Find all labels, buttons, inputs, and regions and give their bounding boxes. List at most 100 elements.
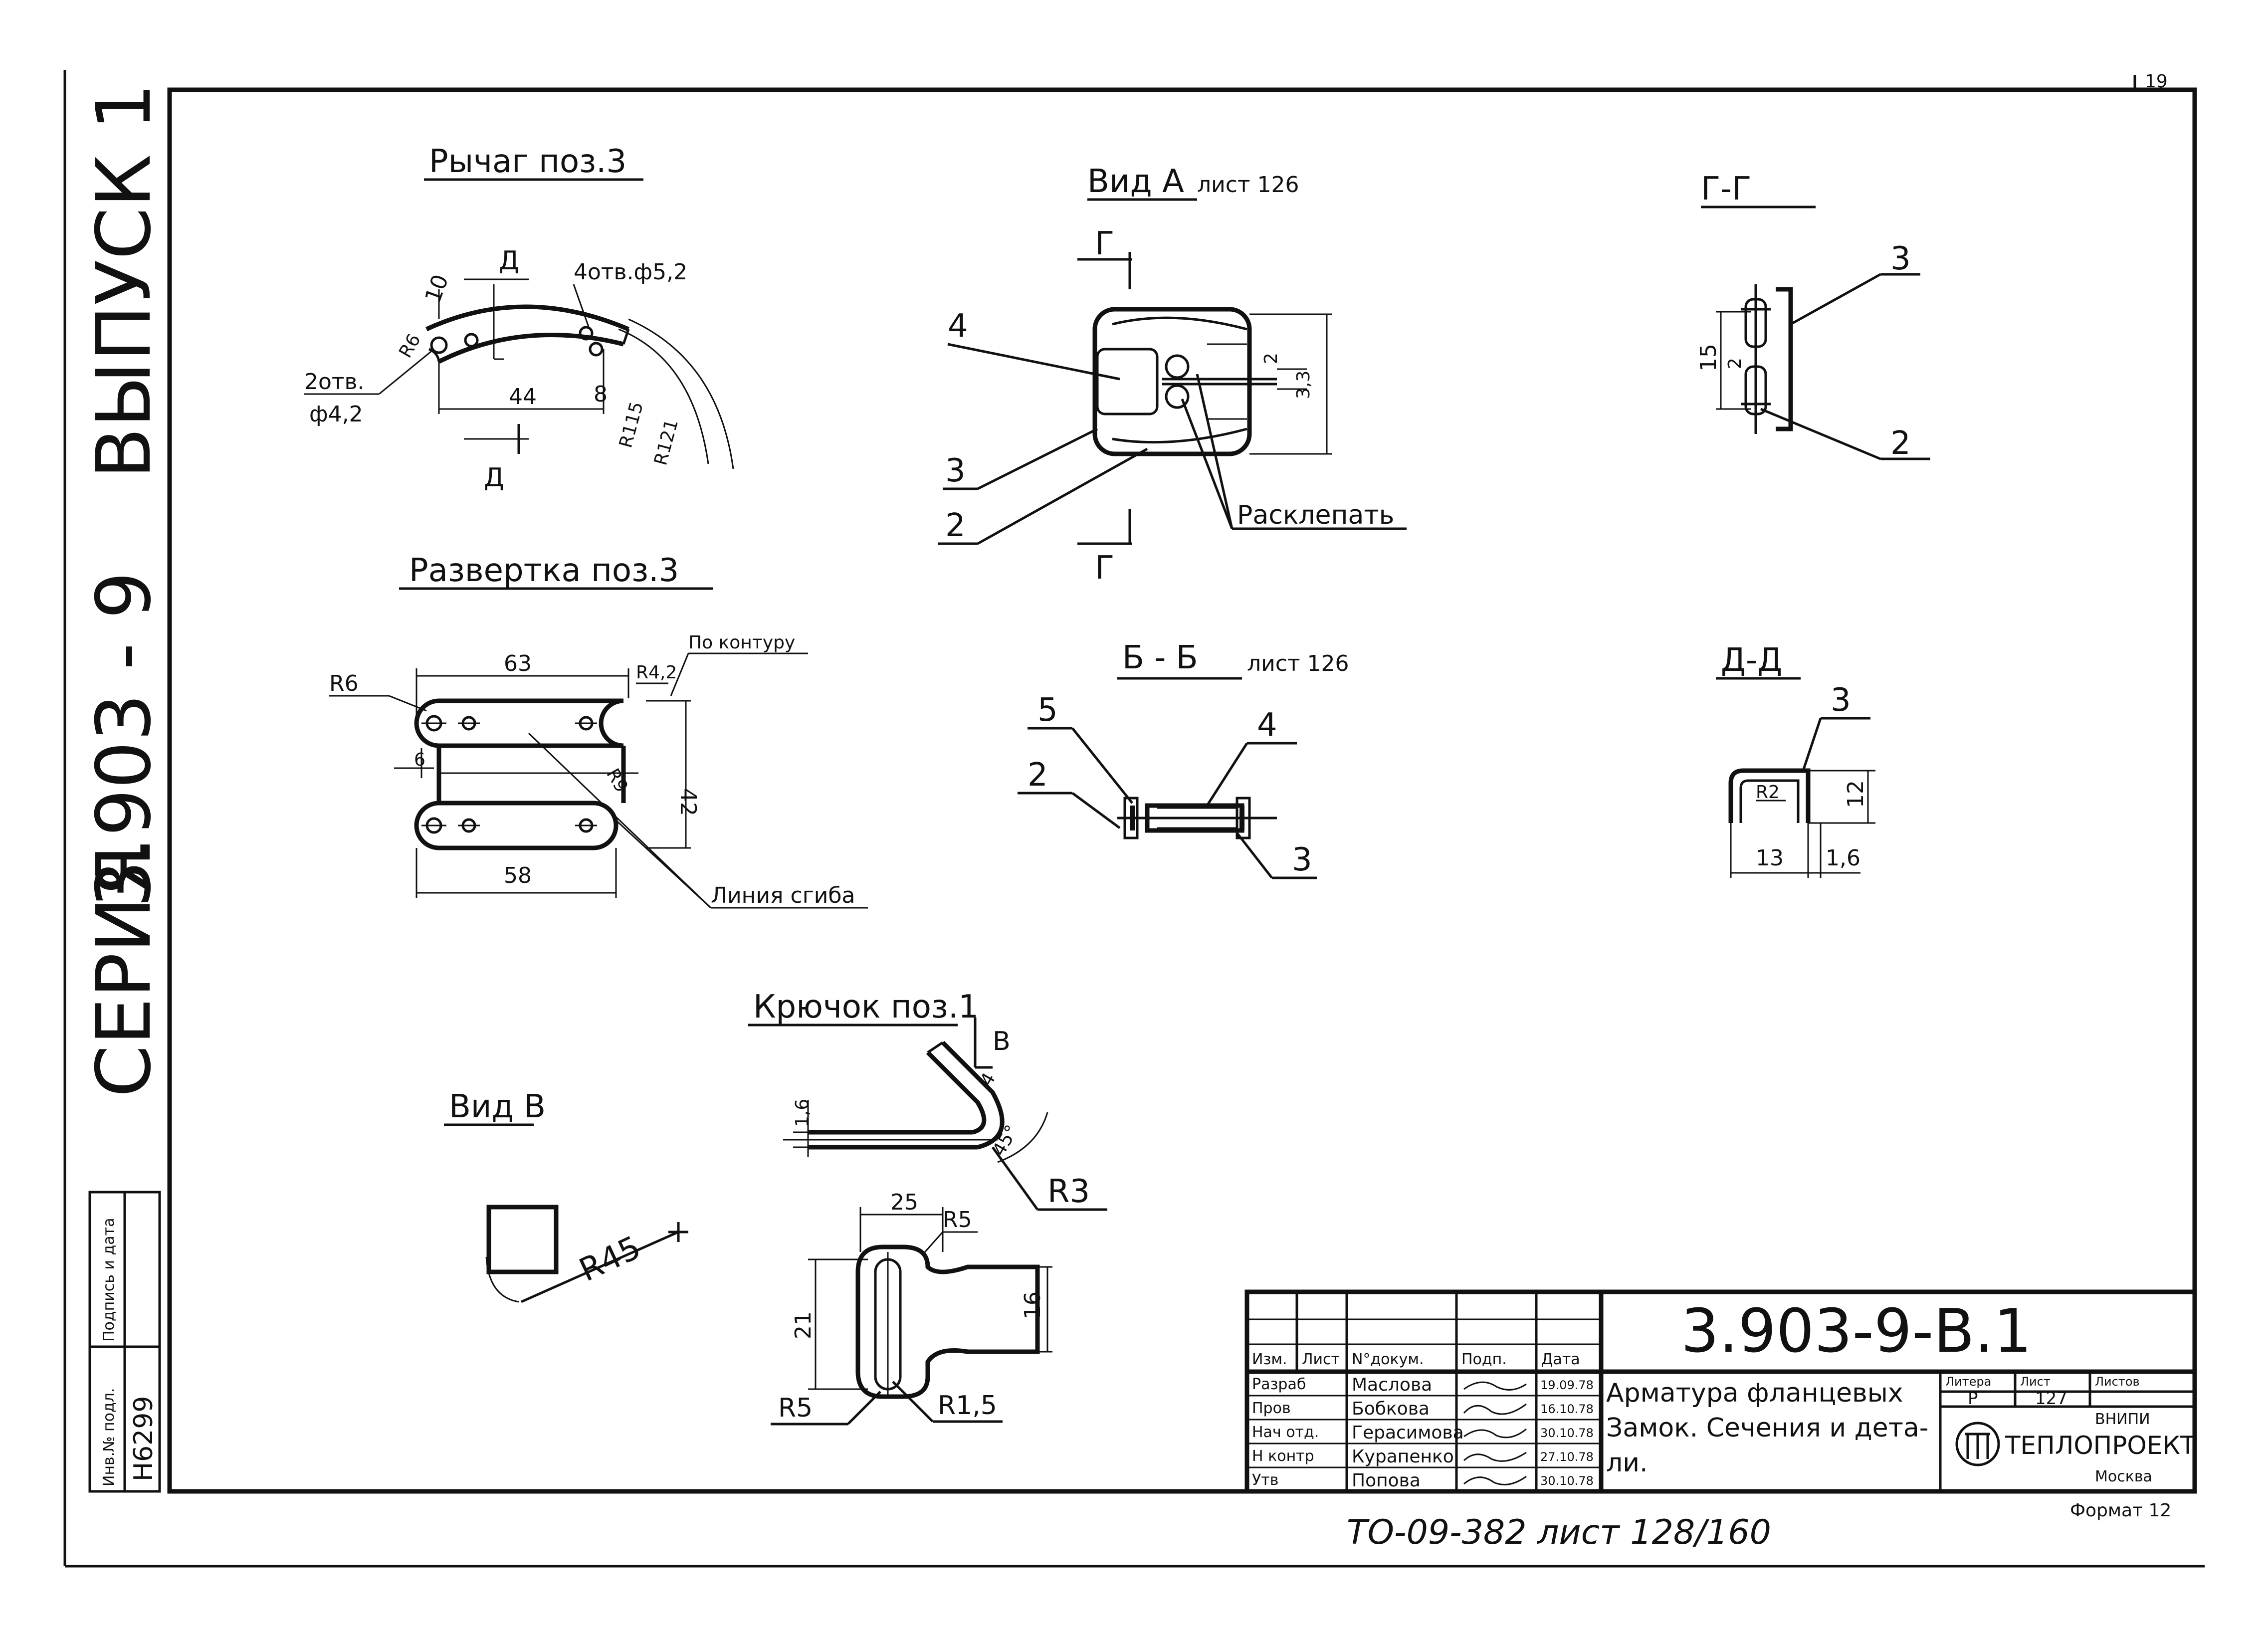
view-section-bb: Б - Б лист 126 5 4 2 3	[1018, 639, 1349, 879]
kryuchok-dim-r3: R3	[1047, 1173, 1090, 1210]
tb-row-role: Нач отд.	[1252, 1424, 1319, 1441]
view-rychag: Рычаг поз.3 Д 10 4отв.ф5,2 R6 2отв. ф4,2…	[304, 143, 734, 493]
dd-pos-3: 3	[1831, 682, 1851, 719]
kryuchok-dim-25: 25	[890, 1190, 918, 1215]
kryuchok-title: Крючок поз.1	[753, 989, 979, 1026]
bb-title-ref: лист 126	[1247, 651, 1349, 676]
tb-row-role: Разраб	[1252, 1376, 1306, 1393]
tb-row: Разраб Маслова 19.09.78	[1252, 1375, 1594, 1395]
vid-a-sec-g-top: Г	[1095, 225, 1114, 262]
rychag-dim-r6: R6	[395, 330, 424, 361]
gg-dim-15: 15	[1696, 344, 1721, 372]
dd-dim-16: 1,6	[1826, 845, 1860, 871]
tb-row-date: 27.10.78	[1540, 1450, 1594, 1464]
kryuchok-dim-45deg: 45°	[989, 1122, 1022, 1160]
tb-row: Н контр Курапенко 27.10.78	[1252, 1446, 1594, 1467]
razvertka-po-konturu: По контуру	[688, 632, 795, 653]
view-razvertka: Развертка поз.3 63 R6 R4,2 По контуру	[329, 552, 868, 909]
tb-row-name: Герасимова	[1352, 1423, 1464, 1443]
rychag-holes-2-l1: 2отв.	[304, 369, 364, 395]
gg-pos-2: 2	[1890, 425, 1911, 462]
tb-header-izm: Изм.	[1252, 1351, 1287, 1368]
vid-a-rasklepat: Расклепать	[1237, 500, 1394, 530]
tb-doc-code: 3.903-9-В.1	[1681, 1297, 2032, 1366]
rychag-dim-44: 44	[509, 384, 537, 410]
footer-reference: ТО-09-382 лист 128/160	[1347, 1513, 1771, 1552]
view-kryuchok: Крючок поз.1 В 4 1,6 45° R3 25 R5	[748, 989, 1107, 1426]
rychag-title: Рычаг поз.3	[429, 143, 626, 180]
view-vid-v: Вид В R45	[444, 1088, 688, 1303]
rychag-dim-d-bottom: Д	[484, 463, 504, 493]
rychag-holes-4: 4отв.ф5,2	[574, 259, 687, 285]
seriya-label: СЕРИЯ	[81, 845, 168, 1097]
tb-listov-label: Листов	[2095, 1375, 2140, 1389]
tb-row-name: Попова	[1352, 1470, 1421, 1491]
razvertka-dim-42: 42	[675, 788, 701, 816]
bb-pos-5: 5	[1037, 692, 1058, 729]
rychag-holes-2-l2: ф4,2	[309, 402, 363, 427]
gg-title: Г-Г	[1701, 171, 1751, 207]
kryuchok-dim-16: 1,6	[792, 1099, 813, 1127]
razvertka-dim-58: 58	[504, 863, 532, 888]
kryuchok-dim-16b: 16	[1020, 1291, 1045, 1319]
vid-a-pos-3: 3	[945, 452, 966, 489]
dd-dim-13: 13	[1756, 845, 1784, 871]
vid-a-title: Вид А	[1087, 163, 1184, 200]
tb-row-date: 30.10.78	[1540, 1474, 1594, 1488]
view-section-dd: Д-Д R2 3 12 13 1,6	[1716, 642, 1875, 878]
tb-org-top: ВНИПИ	[2095, 1411, 2150, 1428]
tb-description-line1: Арматура фланцевых	[1606, 1378, 1903, 1408]
rychag-dim-r115: R115	[616, 400, 647, 450]
bb-pos-2: 2	[1028, 757, 1048, 794]
tb-list-value: 127	[2035, 1389, 2067, 1409]
kryuchok-dim-21: 21	[791, 1311, 816, 1339]
view-section-gg: Г-Г 15 2 3 2	[1696, 171, 1930, 462]
tb-row-role: Пров	[1252, 1400, 1291, 1417]
rychag-dim-r121: R121	[650, 417, 682, 467]
tb-row-date: 19.09.78	[1540, 1378, 1594, 1392]
tb-row-name: Курапенко	[1352, 1446, 1454, 1467]
tb-row-date: 30.10.78	[1540, 1426, 1594, 1440]
bb-pos-3: 3	[1292, 841, 1312, 878]
tb-org-name: ТЕПЛОПРОЕКТ	[2005, 1431, 2196, 1460]
series-code: 3.903 - 9	[81, 572, 168, 908]
vid-v-dim-r45: R45	[574, 1229, 646, 1289]
razvertka-dim-r9: R9	[602, 765, 631, 796]
razvertka-dim-63: 63	[504, 651, 532, 676]
vypusk-label: ВЫПУСК 1	[81, 83, 168, 479]
dd-title: Д-Д	[1721, 642, 1782, 679]
tb-list-label: Лист	[2020, 1375, 2051, 1389]
inv-label: Инв.№ подл.	[100, 1388, 118, 1486]
dd-dim-12: 12	[1843, 780, 1868, 808]
tb-row-role: Н контр	[1252, 1447, 1314, 1465]
kryuchok-dim-v: В	[993, 1027, 1011, 1056]
tb-row-name: Маслова	[1352, 1375, 1432, 1395]
title-block[interactable]: Изм. Лист N°докум. Подп. Дата Разраб Мас…	[1244, 1289, 2197, 1494]
tb-row: Пров Бобкова 16.10.78	[1252, 1399, 1594, 1419]
razvertka-title: Развертка поз.3	[409, 552, 679, 589]
razvertka-dim-r4: R4,2	[636, 662, 677, 683]
vid-v-title: Вид В	[449, 1088, 546, 1125]
kryuchok-dim-r15: R1,5	[938, 1391, 997, 1421]
vid-a-sec-g-bottom: Г	[1095, 550, 1114, 587]
tb-row: Нач отд. Герасимова 30.10.78	[1252, 1423, 1594, 1443]
tb-row-role: Утв	[1252, 1471, 1278, 1489]
tb-header-podp: Подп.	[1461, 1351, 1507, 1368]
razvertka-liniya-sgiba: Линия сгиба	[711, 883, 855, 908]
bb-title: Б - Б	[1122, 639, 1198, 676]
view-vid-a: Вид А лист 126 Г 2 3,3 4 3 2	[938, 163, 1407, 587]
sheet-frame: 19	[63, 70, 2205, 1568]
teploproekt-logo-icon	[1955, 1422, 2000, 1466]
format-label: Формат 12	[2070, 1500, 2171, 1521]
vid-a-pos-2: 2	[945, 507, 966, 544]
tb-row-name: Бобкова	[1352, 1399, 1430, 1419]
tb-description-line3: ли.	[1606, 1448, 1648, 1478]
kryuchok-dim-r5-bottom: R5	[778, 1393, 813, 1423]
tb-litera-value: Р	[1968, 1389, 1978, 1409]
tb-org-city: Москва	[2095, 1468, 2152, 1485]
rychag-dim-10: 10	[420, 271, 453, 306]
vid-a-dim-2: 2	[1261, 353, 1281, 364]
podpis-label: Подпись и дата	[100, 1218, 118, 1342]
dd-dim-r2: R2	[1756, 782, 1780, 803]
